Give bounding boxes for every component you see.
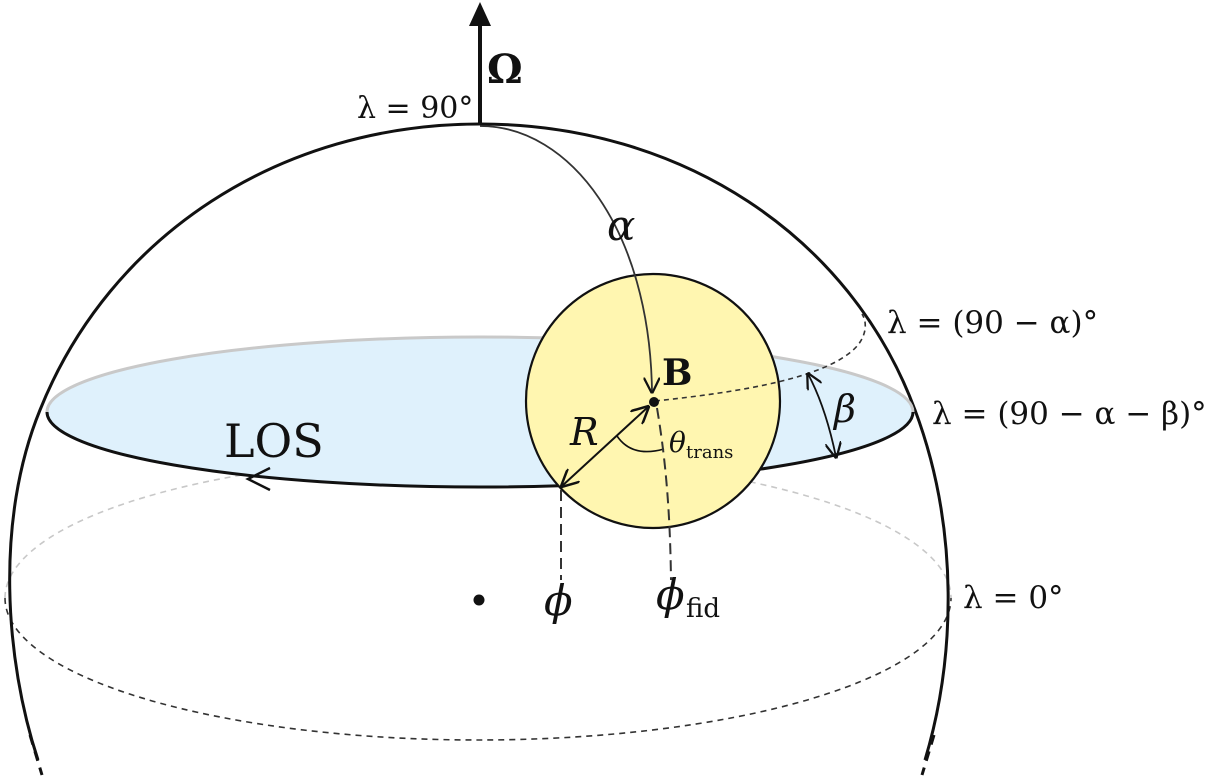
sphere-outline-bottom-left-dashed <box>28 734 44 776</box>
phi-fid-subscript: fid <box>686 594 720 624</box>
los-direction-arrow <box>245 466 271 492</box>
alpha-label: α <box>607 201 635 250</box>
phi-fid-dashed-line <box>656 407 672 581</box>
theta-angle-arc <box>616 435 665 453</box>
lambda-pole-label: λ = 90° <box>357 91 473 126</box>
rotation-axis-arrowhead <box>469 2 491 26</box>
lambda-alpha-beta-label: λ = (90 − α − β)° <box>932 396 1207 432</box>
stellar-center-dot <box>473 594 485 606</box>
phi-label: ϕ <box>544 576 573 625</box>
lambda-alpha-label: λ = (90 − α)° <box>887 305 1098 341</box>
los-latitude-rim-front <box>45 411 915 489</box>
spot-center-label: B <box>662 352 692 394</box>
phi-fid-label: ϕ <box>656 570 685 619</box>
los-latitude-rim-back <box>45 335 915 413</box>
beta-label: β <box>832 387 856 431</box>
spot-center-dot <box>649 397 659 407</box>
alpha-arc <box>479 125 652 392</box>
equator-front-dashed <box>4 597 952 741</box>
spot-latitude-dashed <box>654 313 867 402</box>
los-label: LOS <box>224 414 324 468</box>
theta-subscript: trans <box>686 442 733 463</box>
beta-arrow <box>808 374 836 457</box>
lambda-equator-label: λ = 0° <box>963 580 1064 616</box>
sphere-outline-bottom-right-dashed <box>920 734 936 776</box>
radius-label: R <box>569 410 599 454</box>
radius-arrow <box>562 407 648 486</box>
theta-label: θ <box>669 426 686 459</box>
omega-label: Ω <box>487 46 523 93</box>
